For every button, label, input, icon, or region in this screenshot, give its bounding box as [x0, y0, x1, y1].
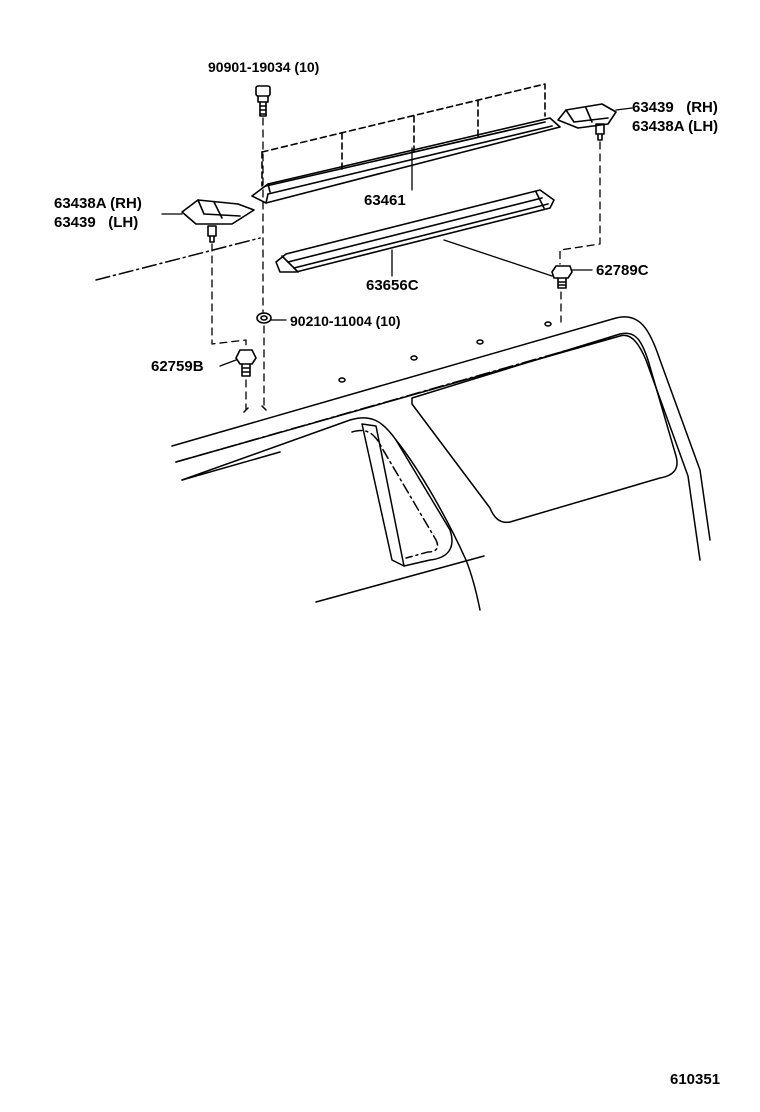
- label-clip-right: 62789C: [596, 262, 649, 279]
- label-end-cover-left-lh: 63439 (LH): [54, 214, 139, 231]
- nut-part: [256, 312, 272, 324]
- end-cover-left: [181, 199, 255, 243]
- label-end-cover-right-rh: 63439 (RH): [632, 99, 718, 116]
- label-end-cover-left-rh: 63438A (RH): [54, 195, 142, 212]
- label-bolt-top: 90901-19034 (10): [208, 59, 320, 75]
- vehicle-body: [95, 237, 711, 611]
- leader-lines: [161, 107, 633, 367]
- diagram-code: 610351: [670, 1071, 721, 1088]
- clip-left-part: [235, 349, 257, 377]
- end-cover-right: [557, 103, 617, 141]
- roof-rail-lower: [275, 189, 555, 273]
- label-roof-rail-lower: 63656C: [366, 277, 419, 294]
- rail-reference-dashes: [261, 83, 546, 187]
- bolt-top-part: [255, 85, 271, 117]
- label-nut: 90210-11004 (10): [290, 313, 401, 329]
- label-end-cover-right-lh: 63438A (LH): [632, 118, 719, 135]
- assembly-dashes: [211, 117, 601, 411]
- label-clip-left: 62759B: [151, 358, 204, 375]
- label-roof-rail-upper: 63461: [364, 192, 406, 209]
- roof-rail-upper: [251, 117, 561, 204]
- clip-right-part: [551, 265, 573, 289]
